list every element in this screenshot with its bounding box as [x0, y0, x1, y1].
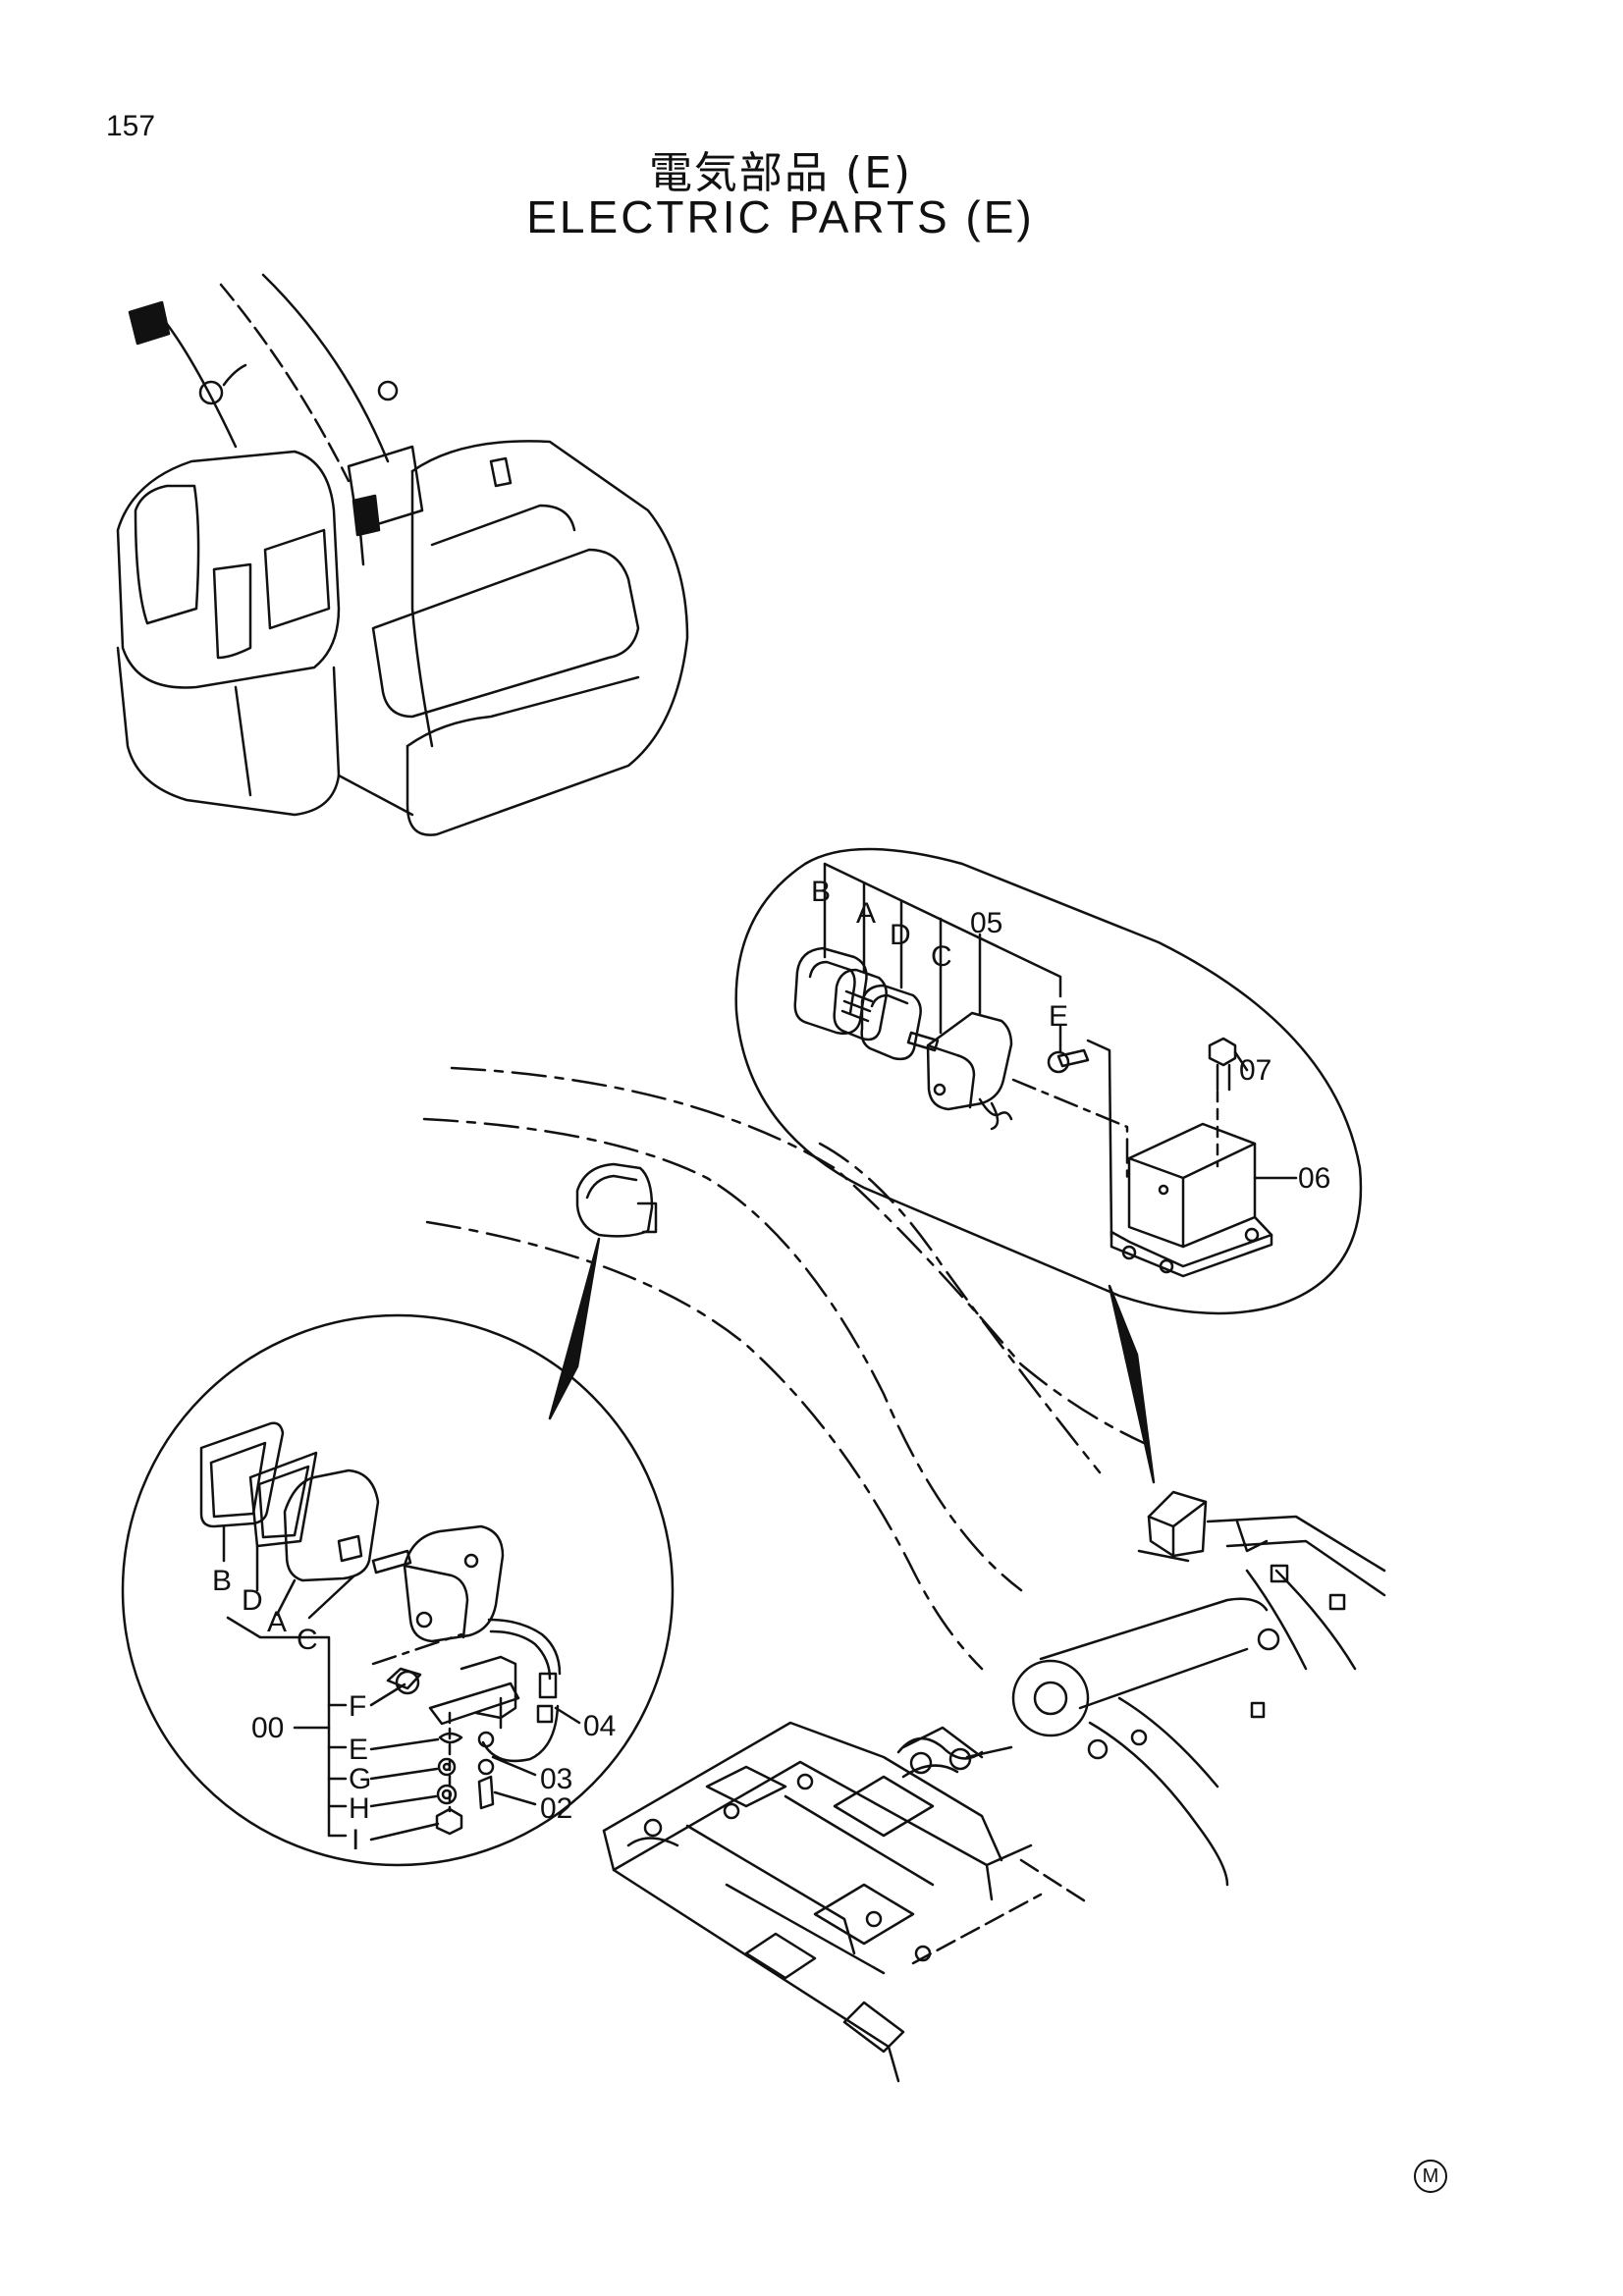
- callout-lower-D: D: [242, 1584, 263, 1617]
- page-number: 157: [106, 110, 156, 142]
- installed-relay-box: [1108, 1284, 1208, 1563]
- callout-lower-03: 03: [540, 1763, 572, 1795]
- upper-detail-parts: [793, 862, 1298, 1278]
- callout-lower-F: F: [349, 1690, 366, 1723]
- excavator-overview: [116, 273, 689, 836]
- callout-lower-E: E: [349, 1734, 368, 1766]
- callout-upper-A: A: [856, 897, 876, 930]
- callout-lower-04: 04: [583, 1710, 616, 1742]
- callout-lower-B: B: [212, 1565, 232, 1597]
- lower-detail-parts: [199, 1421, 581, 1842]
- callout-upper-E: E: [1049, 1000, 1068, 1033]
- lower-callouts: B D A C 00 F E G H I 04 03 02: [212, 1565, 616, 1856]
- maker-mark: M: [1414, 2160, 1447, 2193]
- callout-upper-05: 05: [970, 907, 1002, 939]
- upper-callouts: B A D C 05 E 07 06: [811, 876, 1330, 1195]
- callout-lower-G: G: [349, 1763, 371, 1795]
- callout-upper-C: C: [931, 940, 952, 973]
- detail-bubble-upper: [734, 847, 1363, 1315]
- detail-bubble-lower: [121, 1313, 675, 1867]
- boom-and-frame: [422, 1066, 1386, 2083]
- page-title-japanese: 電気部品 (E): [648, 148, 913, 198]
- installed-lamp: [548, 1162, 658, 1420]
- callout-lower-I: I: [352, 1824, 359, 1856]
- callout-lower-C: C: [297, 1624, 318, 1656]
- callout-upper-B: B: [811, 876, 831, 908]
- callout-lower-02: 02: [540, 1792, 572, 1825]
- page-title: ELECTRIC PARTS (E): [526, 191, 1035, 242]
- callout-lower-H: H: [349, 1792, 370, 1825]
- callout-upper-06: 06: [1298, 1162, 1330, 1195]
- callout-upper-D: D: [890, 919, 911, 951]
- callout-lower-00: 00: [251, 1712, 284, 1744]
- callout-upper-07: 07: [1239, 1054, 1271, 1087]
- callout-lower-A: A: [267, 1606, 287, 1638]
